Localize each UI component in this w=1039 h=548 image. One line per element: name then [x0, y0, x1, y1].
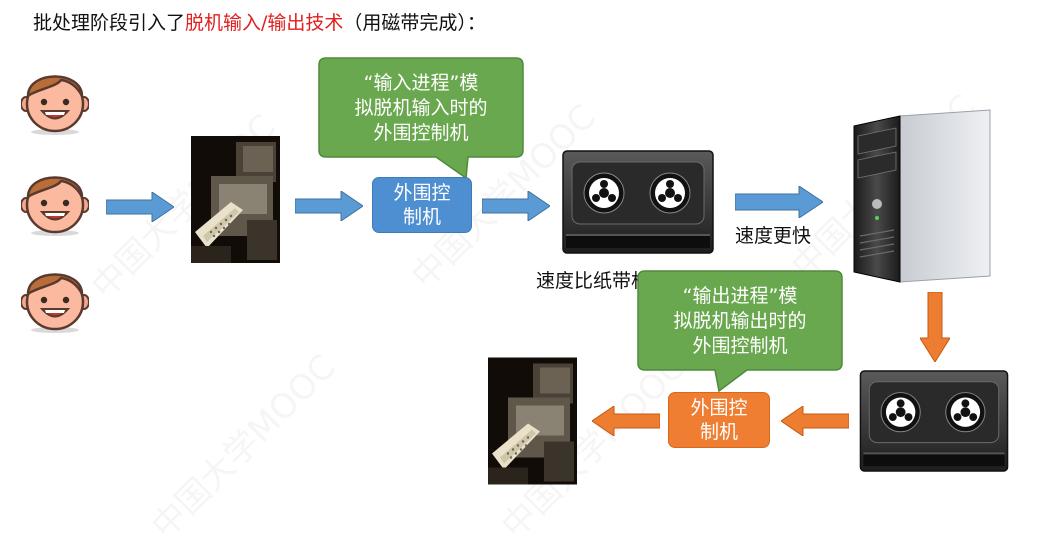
magnetic-tape-drive-icon	[562, 150, 714, 254]
arrow-left-icon	[592, 406, 660, 436]
callout-output-process: “输出进程”模 拟脱机输出时的 外围控制机	[641, 275, 839, 367]
title-highlight: 脱机输入/输出技术	[185, 12, 344, 34]
arrow-right-icon	[106, 192, 174, 222]
title-prefix: 批处理阶段引入了	[33, 12, 186, 34]
controller-label-line1: 外围控	[690, 397, 748, 419]
arrow-right-icon	[295, 191, 363, 221]
title-suffix: （用磁带完成）：	[343, 12, 486, 34]
paper-tape-reader-icon	[488, 357, 577, 485]
callout-line: 外围控制机	[692, 334, 788, 357]
computer-tower-icon	[853, 109, 991, 283]
callout-line: 外围控制机	[373, 121, 469, 144]
callout-line: “输出进程”模	[682, 284, 798, 307]
slide-title: 批处理阶段引入了脱机输入/输出技术（用磁带完成）：	[33, 8, 486, 35]
callout-line: “输入进程”模	[363, 71, 479, 94]
callout-line: 拟脱机输出时的	[673, 309, 807, 332]
label-faster: 速度更快	[735, 225, 812, 247]
user-face-icon	[21, 176, 89, 236]
controller-label-line2: 制机	[402, 206, 441, 228]
paper-tape-reader-icon	[191, 136, 280, 263]
watermark: 中国大学MOOC	[138, 341, 344, 547]
controller-label-line2: 制机	[699, 421, 738, 443]
callout-input-process: “输入进程”模 拟脱机输入时的 外围控制机	[322, 62, 520, 154]
arrow-right-icon	[482, 191, 550, 221]
input-peripheral-controller: 外围控 制机	[372, 177, 472, 233]
user-face-icon	[21, 273, 89, 333]
callout-line: 拟脱机输入时的	[354, 96, 488, 119]
speech-bubble-icon	[637, 270, 843, 392]
arrow-right-icon	[735, 186, 823, 218]
output-peripheral-controller: 外围控 制机	[668, 392, 770, 448]
controller-label-line1: 外围控	[393, 182, 451, 204]
speech-bubble-icon	[318, 57, 524, 179]
arrow-left-icon	[781, 406, 849, 436]
magnetic-tape-drive-icon	[859, 370, 1009, 472]
user-face-icon	[21, 75, 89, 135]
arrow-down-icon	[920, 292, 950, 362]
